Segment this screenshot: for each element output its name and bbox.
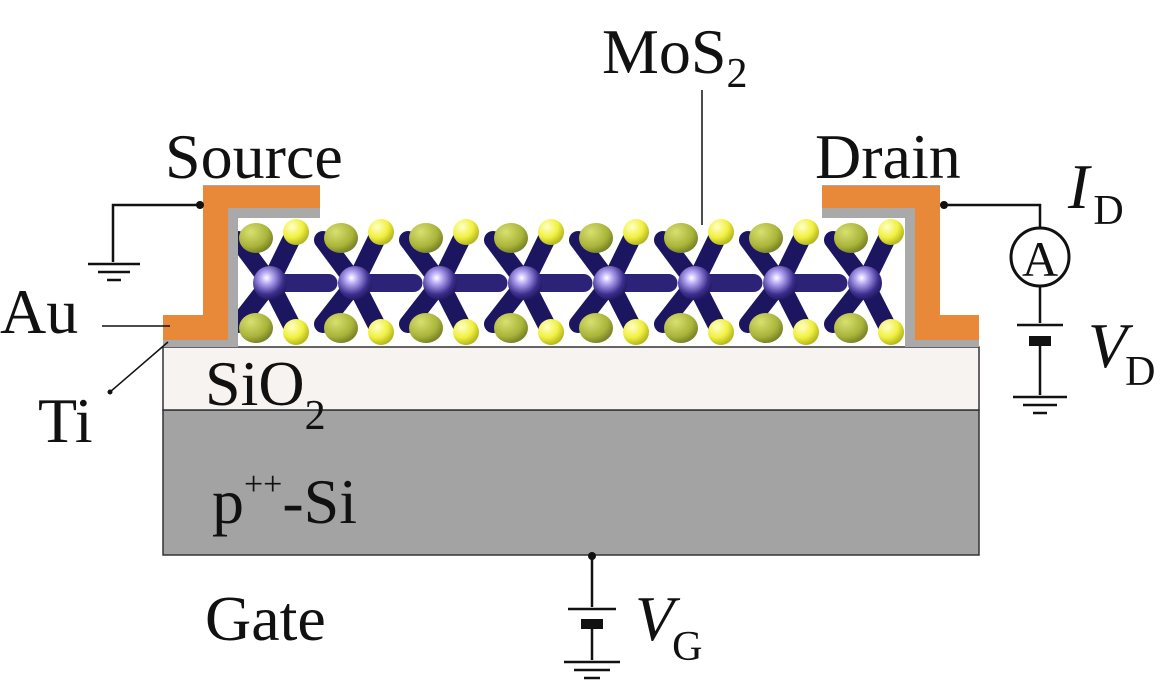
sulfur-atom — [579, 223, 613, 253]
molybdenum-atom — [253, 266, 287, 300]
sulfur-atom — [324, 313, 358, 343]
ti-label: Ti — [38, 385, 93, 456]
ti-leader-dot — [107, 389, 113, 395]
sulfur-atom — [409, 313, 443, 343]
molybdenum-atom — [338, 266, 372, 300]
molybdenum-atom — [593, 266, 627, 300]
au-label: Au — [0, 276, 78, 347]
source-au-contact — [163, 186, 320, 340]
mos2-label: MoS2 — [602, 16, 748, 97]
molybdenum-atom — [763, 266, 797, 300]
sulfur-atom — [283, 219, 309, 245]
molybdenum-atom — [848, 266, 882, 300]
sulfur-atom — [579, 313, 613, 343]
sulfur-atom — [793, 319, 819, 345]
sulfur-atom — [708, 319, 734, 345]
sulfur-atom — [409, 223, 443, 253]
drain-battery-icon — [1017, 323, 1063, 346]
gate-ground-icon — [564, 660, 620, 680]
sulfur-atom — [708, 219, 734, 245]
sulfur-atom — [283, 319, 309, 345]
sulfur-atom — [793, 219, 819, 245]
drain-label: Drain — [815, 121, 961, 192]
source-ground-icon — [88, 262, 140, 282]
sulfur-atom — [368, 319, 394, 345]
sulfur-atom — [623, 319, 649, 345]
sulfur-atom — [324, 223, 358, 253]
source-ground-wire — [111, 203, 200, 262]
drain-wire — [944, 203, 1042, 228]
source-label: Source — [165, 121, 343, 192]
sulfur-atom — [239, 313, 273, 343]
sio2-layer — [162, 346, 980, 411]
si-label: p++-Si — [212, 466, 357, 537]
sulfur-atom — [834, 313, 868, 343]
silicon-gate-layer — [162, 409, 980, 556]
sulfur-atom — [538, 319, 564, 345]
ti-leader-line — [109, 341, 169, 393]
molybdenum-atom — [678, 266, 712, 300]
sulfur-atom — [664, 223, 698, 253]
sulfur-atom — [623, 219, 649, 245]
vg-label: VG — [635, 583, 702, 670]
molybdenum-atom — [423, 266, 457, 300]
sio2-label: SiO2 — [205, 348, 326, 439]
gate-label: Gate — [205, 583, 326, 654]
drain-au-contact — [822, 186, 979, 340]
sulfur-atom — [749, 223, 783, 253]
sulfur-atom — [878, 319, 904, 345]
id-label: ID — [1067, 151, 1124, 234]
sulfur-atom — [453, 219, 479, 245]
sulfur-atom — [368, 219, 394, 245]
sulfur-atom — [664, 313, 698, 343]
molybdenum-atom — [508, 266, 542, 300]
sulfur-atom — [494, 313, 528, 343]
sulfur-atom — [878, 219, 904, 245]
sulfur-atom — [538, 219, 564, 245]
sulfur-atom — [453, 319, 479, 345]
sulfur-atom — [834, 223, 868, 253]
sulfur-atom — [749, 313, 783, 343]
vd-label: VD — [1088, 310, 1155, 395]
gate-battery-icon — [568, 607, 616, 629]
sulfur-atom — [494, 223, 528, 253]
ammeter-label: A — [1022, 231, 1058, 287]
drain-ground-icon — [1013, 395, 1067, 415]
mos2-lattice — [229, 219, 904, 345]
sulfur-atom — [239, 223, 273, 253]
